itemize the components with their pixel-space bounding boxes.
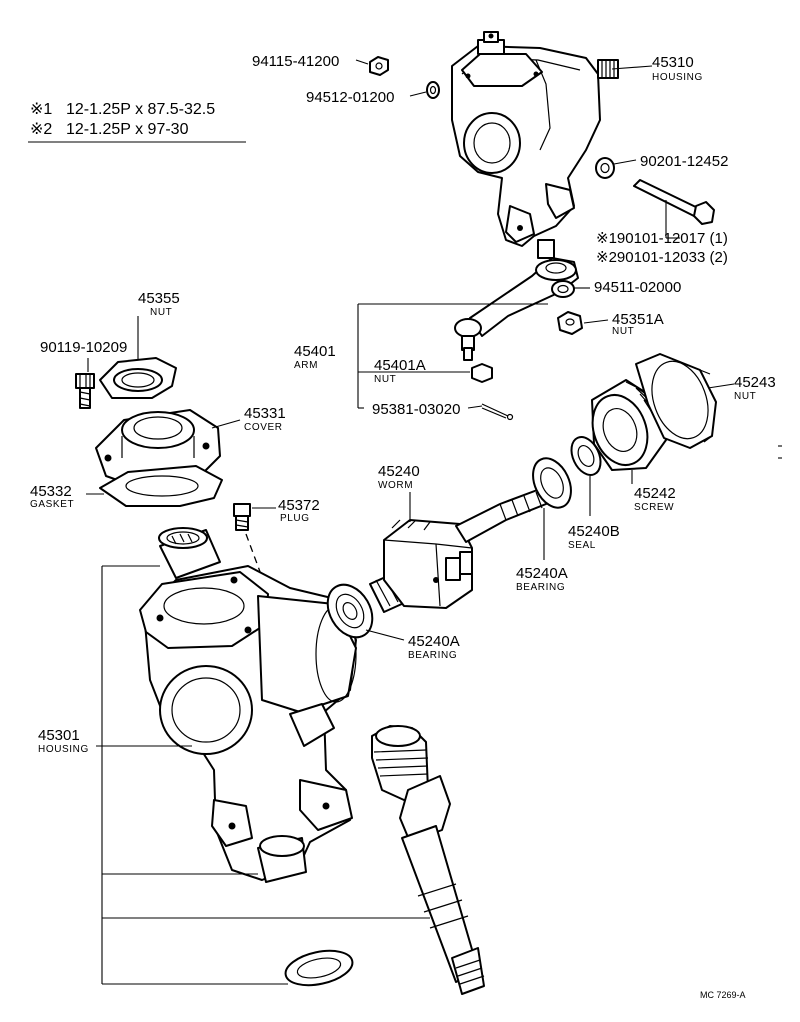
label-45332-name: GASKET <box>30 499 74 510</box>
label-45301-name: HOUSING <box>38 744 89 755</box>
label-45242: 45242 <box>634 485 676 502</box>
worm-45240-drawing <box>369 485 557 613</box>
nut-45243-drawing <box>635 353 717 449</box>
leader-45351A <box>583 319 609 324</box>
nut-45401A-drawing <box>471 363 493 383</box>
spec-notes: ※1 12-1.25P x 87.5-32.5 ※2 12-1.25P x 97… <box>28 101 246 143</box>
nut-45351A-drawing <box>557 311 583 335</box>
edge-marks <box>778 445 782 459</box>
seal-lower-drawing <box>284 949 354 987</box>
leader-94512 <box>409 91 427 97</box>
label-45331: 45331 <box>244 405 286 422</box>
label-45301: 45301 <box>38 727 80 744</box>
label-94512: 94512-01200 <box>306 89 394 106</box>
leader-45331 <box>211 419 241 429</box>
label-45372-name: PLUG <box>280 513 310 524</box>
note2-mark: ※2 <box>30 121 52 138</box>
diagram-code: MC 7269-A <box>700 990 746 1000</box>
leader-45310 <box>611 65 653 70</box>
bushing-drawing <box>158 527 221 579</box>
label-45243-name: NUT <box>734 391 756 402</box>
label-45351A-name: NUT <box>612 326 634 337</box>
bolt-90101-drawing <box>633 179 715 225</box>
leader-45243 <box>707 383 735 389</box>
label-45240-name: WORM <box>378 480 413 491</box>
leader-45240A-lower <box>365 629 405 641</box>
washer-90201-drawing <box>595 157 615 179</box>
label-45310: 45310 <box>652 54 694 71</box>
label-45240A-lower-name: BEARING <box>408 650 457 661</box>
label-90119: 90119-10209 <box>40 339 127 356</box>
nut-45355-drawing <box>99 357 177 399</box>
label-45310-name: HOUSING <box>652 72 703 83</box>
label-45372: 45372 <box>278 497 320 514</box>
label-45355-name: NUT <box>150 307 172 318</box>
label-94511: 94511-02000 <box>594 279 681 296</box>
bolt-90119-drawing <box>75 373 95 409</box>
label-90101-2: ※290101-12033 (2) <box>596 249 728 266</box>
label-45401A: 45401A <box>374 357 426 374</box>
gasket-45332-drawing <box>99 465 223 507</box>
bearing-45240A-upper-drawing <box>532 457 572 509</box>
lower-housing-drawing <box>139 565 357 883</box>
nut-94115-drawing <box>369 56 389 76</box>
arm-bracket <box>357 303 548 409</box>
label-45242-name: SCREW <box>634 502 674 513</box>
note1-text: 12-1.25P x 87.5-32.5 <box>66 101 215 118</box>
housing-45301-bracket <box>96 565 430 985</box>
plug-45372-drawing <box>233 503 251 531</box>
label-45240A-upper: 45240A <box>516 565 568 582</box>
label-95381: 95381-03020 <box>372 401 460 418</box>
label-94115: 94115-41200 <box>252 53 339 70</box>
note2-text: 12-1.25P x 97-30 <box>66 121 189 138</box>
label-45240A-upper-name: BEARING <box>516 582 565 593</box>
label-45355: 45355 <box>138 290 180 307</box>
leader-90201 <box>613 159 637 165</box>
sector-shaft-drawing <box>371 725 485 995</box>
label-90101-1: ※190101-12017 (1) <box>596 230 728 247</box>
bearing-45240A-lower-drawing <box>326 583 374 639</box>
label-45401A-name: NUT <box>374 374 396 385</box>
label-45243: 45243 <box>734 374 776 391</box>
label-45351A: 45351A <box>612 311 664 328</box>
label-90201: 90201-12452 <box>640 153 728 170</box>
note1-mark: ※1 <box>30 101 52 118</box>
label-45240: 45240 <box>378 463 420 480</box>
label-45240B: 45240B <box>568 523 620 540</box>
label-45401-name: ARM <box>294 360 318 371</box>
washer-94512-drawing <box>426 81 440 99</box>
part-labels: 94115-41200 94512-01200 45310 HOUSING 90… <box>30 53 776 1000</box>
cotter-pin-95381-drawing <box>481 403 514 421</box>
leader-94115 <box>355 59 369 65</box>
label-45332: 45332 <box>30 483 72 500</box>
upper-housing-drawing <box>451 31 619 259</box>
label-45401: 45401 <box>294 343 336 360</box>
label-45240B-name: SEAL <box>568 540 596 551</box>
pitman-arm-drawing <box>454 257 579 361</box>
washer-94511-drawing <box>551 280 575 298</box>
label-45331-name: COVER <box>244 422 283 433</box>
label-45240A-lower: 45240A <box>408 633 460 650</box>
